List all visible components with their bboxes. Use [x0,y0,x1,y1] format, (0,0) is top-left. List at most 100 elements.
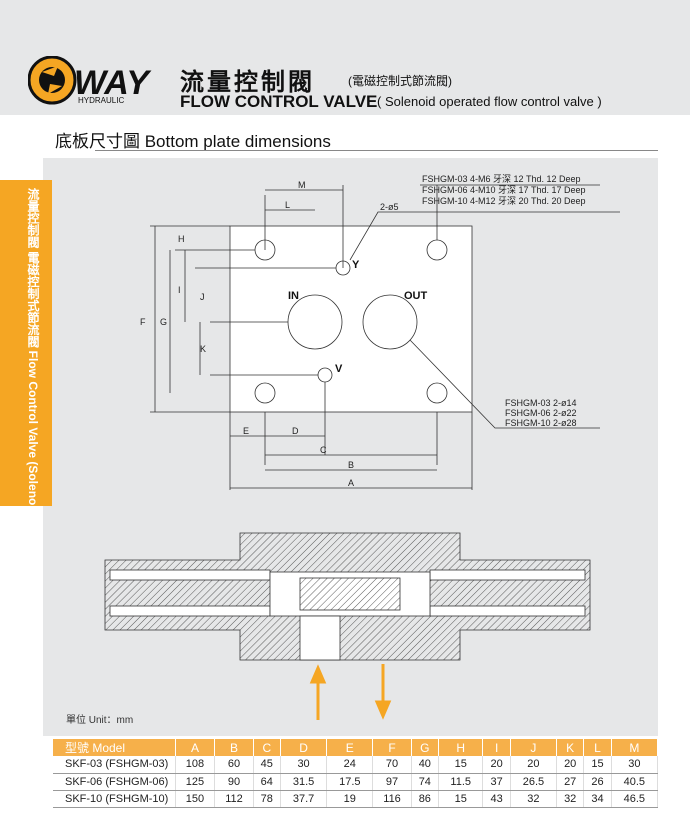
dim-e: E [243,426,249,436]
table-cell: 60 [214,756,254,774]
bottom-plate-drawing: M L H I J K G F E D C B A 2-ø5 FSHGM-03 … [104,174,620,720]
table-cell: 37.7 [280,790,328,808]
header [0,0,690,115]
column-header: A [175,739,216,756]
column-header: E [326,739,374,756]
column-header: F [372,739,412,756]
table-cell: 11.5 [438,773,484,791]
dim-j: J [200,292,205,302]
column-header: K [556,739,585,756]
column-header: I [482,739,511,756]
unit-label: 單位 Unit：mm [66,715,134,726]
column-header: 型號 Model [53,739,176,756]
table-cell: 20 [482,756,511,774]
table-cell: 90 [214,773,254,791]
table-cell: 30 [611,756,659,774]
dim-d: D [292,426,299,436]
dim-b: B [348,460,354,470]
thread-note: FSHGM-06 4-M10 牙深 17 Thd. 17 Deep [422,185,586,195]
table-cell: 125 [175,773,216,791]
dim-g: G [160,317,167,327]
table-cell: 70 [372,756,412,774]
column-header: G [411,739,439,756]
dim-m: M [298,180,306,190]
table-cell: 34 [583,790,612,808]
thread-note: FSHGM-03 4-M6 牙深 12 Thd. 12 Deep [422,174,581,184]
column-header: C [253,739,281,756]
dim-l: L [285,200,290,210]
table-cell: 20 [556,756,585,774]
section-title: 底板尺寸圖 Bottom plate dimensions [55,132,331,151]
table-cell: 26.5 [510,773,558,791]
v-label: V [335,363,343,375]
column-header: L [583,739,612,756]
table-cell: 27 [556,773,585,791]
thread-note: FSHGM-10 4-M12 牙深 20 Thd. 20 Deep [422,196,586,206]
dim-a: A [348,478,354,488]
table-cell: 15 [583,756,612,774]
brand-text: WAY [74,64,152,102]
table-cell: 112 [214,790,254,808]
dim-h: H [178,234,185,244]
hole-label: 2-ø5 [380,202,399,212]
flow-arrows [309,664,392,720]
column-header: J [510,739,558,756]
table-cell: 15 [438,790,484,808]
in-label: IN [288,290,299,302]
table-cell: 24 [326,756,374,774]
en-subtitle: ( Solenoid operated flow control valve ) [377,94,602,109]
table-cell: 30 [280,756,328,774]
table-cell: 17.5 [326,773,374,791]
table-cell: 97 [372,773,412,791]
column-header: D [280,739,328,756]
table-cell: 116 [372,790,412,808]
column-header: H [438,739,484,756]
table-cell: 32 [510,790,558,808]
column-header: M [611,739,659,756]
table-cell: 43 [482,790,511,808]
table-cell: 86 [411,790,439,808]
column-header: B [214,739,254,756]
table-cell: 19 [326,790,374,808]
side-tab [0,180,52,506]
table-cell: 78 [253,790,281,808]
table-cell: 20 [510,756,558,774]
brand-sub: HYDRAULIC [78,96,124,105]
table-cell: 40.5 [611,773,659,791]
table-cell: 37 [482,773,511,791]
table-cell: 15 [438,756,484,774]
table-cell: SKF-03 (FSHGM-03) [53,756,176,774]
en-title: FLOW CONTROL VALVE [180,92,378,111]
divider [95,150,658,151]
way-logo: WAY HYDRAULIC [28,56,152,105]
table-cell: 46.5 [611,790,659,808]
table-cell: 31.5 [280,773,328,791]
table-cell: 40 [411,756,439,774]
port-note: FSHGM-03 2-ø14 [505,398,577,408]
port-note: FSHGM-06 2-ø22 [505,408,577,418]
table-cell: 150 [175,790,216,808]
dim-f: F [140,317,146,327]
dim-c: C [320,445,327,455]
out-label: OUT [404,290,428,302]
table-cell: 64 [253,773,281,791]
table-cell: 74 [411,773,439,791]
table-cell: 108 [175,756,216,774]
cn-subtitle: (電磁控制式節流閥) [348,74,452,88]
dim-i: I [178,285,181,295]
side-tab-text: 流量控制閥 電磁控制式節流閥 Flow Control Valve (Solen… [26,188,40,679]
cn-title: 流量控制閥 [180,69,315,96]
y-label: Y [352,259,360,271]
table-cell: 45 [253,756,281,774]
dim-k: K [200,344,206,354]
table-cell: 26 [583,773,612,791]
cross-section [104,532,591,661]
port-note: FSHGM-10 2-ø28 [505,418,577,428]
table-cell: SKF-06 (FSHGM-06) [53,773,176,791]
table-cell: SKF-10 (FSHGM-10) [53,790,176,808]
table-cell: 32 [556,790,585,808]
